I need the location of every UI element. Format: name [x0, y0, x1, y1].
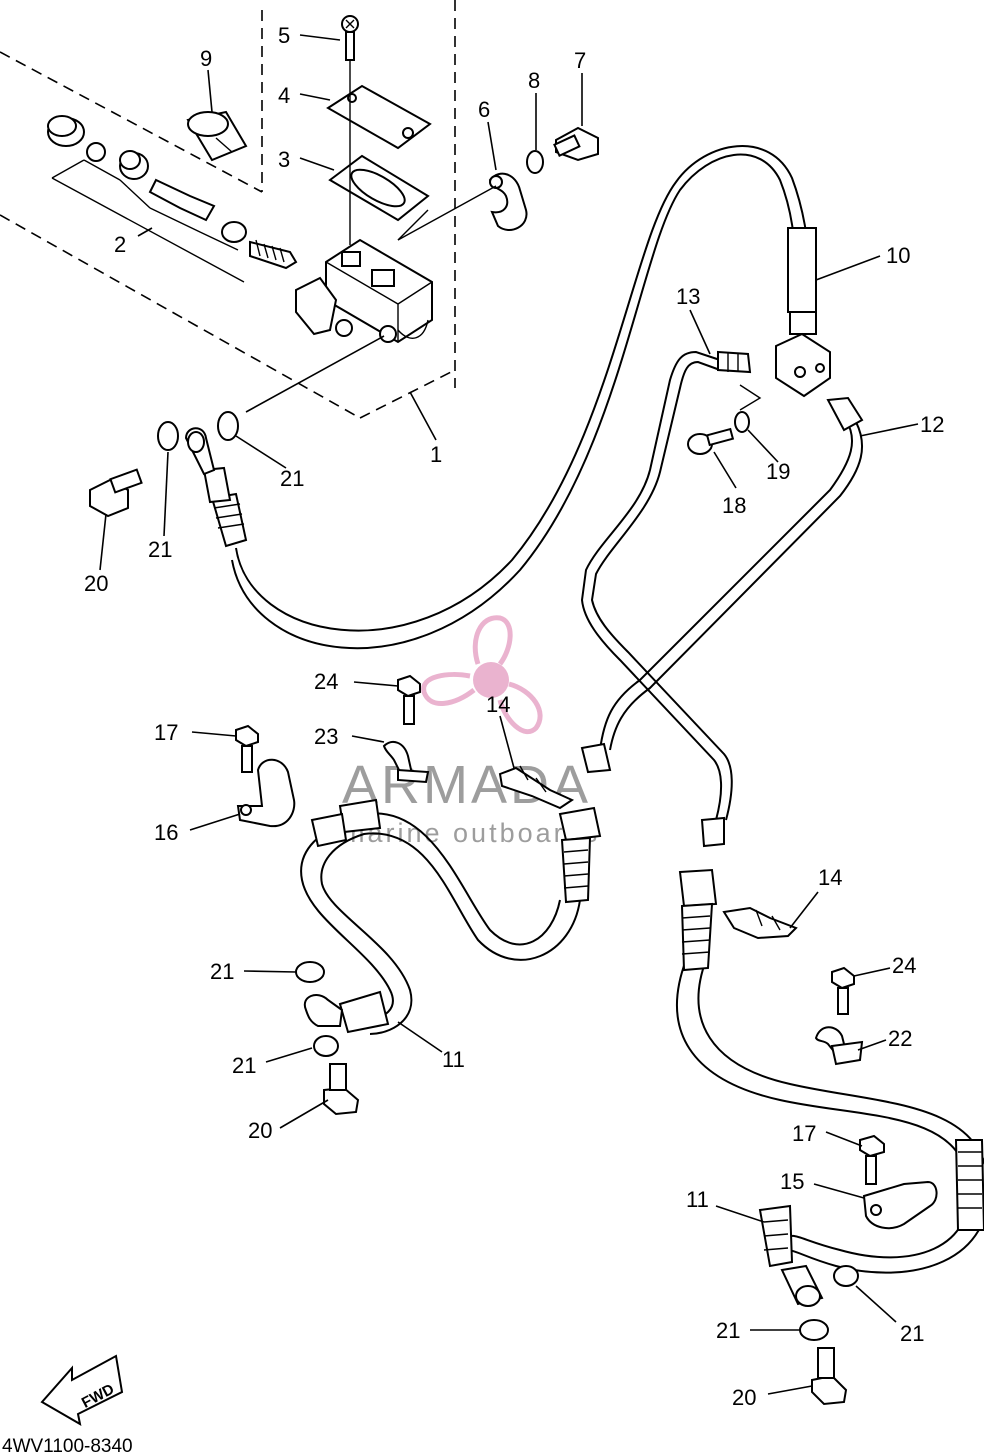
- washer: [313, 1035, 339, 1057]
- washer: [157, 421, 179, 451]
- washer: [526, 150, 544, 174]
- leader-lines: [99, 34, 919, 1395]
- callout-22: 22: [888, 1026, 912, 1051]
- callout-1: 1: [430, 442, 442, 467]
- callout-14-b: 14: [818, 865, 842, 890]
- callout-20-a: 20: [84, 571, 108, 596]
- callout-24-b: 24: [892, 953, 916, 978]
- callout-14-a: 14: [486, 692, 510, 717]
- bolt: [831, 966, 855, 1015]
- master-cylinder-assembly: [47, 15, 599, 344]
- callout-3: 3: [278, 147, 290, 172]
- callouts: 5 4 3 2 9 6 8 7 10 1 21 21 20 13 12 19 1…: [84, 23, 944, 1410]
- union-bolt: [323, 1063, 360, 1116]
- union-bolt: [89, 468, 143, 518]
- callout-15: 15: [780, 1169, 804, 1194]
- union-bolt: [811, 1347, 848, 1406]
- brake-pipe-13: [580, 350, 752, 848]
- callout-19: 19: [766, 459, 790, 484]
- hose-holder: [498, 765, 575, 810]
- washer: [217, 411, 239, 441]
- reservoir-cap: [326, 84, 432, 150]
- drawing-code: 4WV1100-8340: [2, 1436, 133, 1456]
- callout-11-a: 11: [442, 1047, 465, 1072]
- washer: [833, 1265, 859, 1287]
- brake-hose-11-left: [300, 798, 602, 1035]
- callout-8: 8: [528, 68, 540, 93]
- callout-4: 4: [278, 83, 290, 108]
- watermark-brand: ARMADA: [342, 755, 591, 815]
- assembly-outline: [0, 0, 456, 419]
- callout-18: 18: [722, 493, 746, 518]
- brake-hose-11-right: [676, 868, 984, 1307]
- bolt: [687, 427, 735, 455]
- callout-24-a: 24: [314, 669, 338, 694]
- washer: [799, 1319, 829, 1341]
- callout-21-e: 21: [900, 1321, 924, 1346]
- piston-kit: [47, 115, 298, 283]
- callout-17-b: 17: [792, 1121, 816, 1146]
- washer: [295, 961, 325, 983]
- callout-20-b: 20: [248, 1118, 272, 1143]
- callout-10: 10: [886, 243, 910, 268]
- clamp-holder: [488, 172, 528, 231]
- stay: [382, 740, 430, 784]
- callout-17-a: 17: [154, 720, 178, 745]
- hose-holder-bracket: [862, 1180, 938, 1230]
- callout-20-c: 20: [732, 1385, 756, 1410]
- callout-21-b: 21: [148, 537, 172, 562]
- fwd-arrow-icon: FWD: [40, 1354, 124, 1426]
- hose-holder: [722, 906, 798, 940]
- stay: [814, 1026, 864, 1066]
- callout-16: 16: [154, 820, 178, 845]
- callout-21-c: 21: [210, 959, 234, 984]
- watermark-logo: ARMADA marine outboards: [342, 615, 600, 848]
- hose-holder-bracket: [236, 758, 296, 828]
- callout-21-d: 21: [232, 1053, 256, 1078]
- screw: [341, 15, 359, 61]
- callout-6: 6: [478, 97, 490, 122]
- callout-12: 12: [920, 412, 944, 437]
- brake-hose-10: [184, 145, 831, 650]
- callout-23: 23: [314, 724, 338, 749]
- callout-13: 13: [676, 284, 700, 309]
- dust-boot: [186, 110, 248, 162]
- brake-pipe-12: [580, 396, 864, 774]
- callout-7: 7: [574, 48, 586, 73]
- callout-21-f: 21: [716, 1318, 740, 1343]
- watermark-tagline: marine outboards: [342, 818, 600, 848]
- washer: [734, 411, 750, 433]
- bolt: [397, 674, 421, 725]
- bolt: [235, 724, 259, 773]
- callout-5: 5: [278, 23, 290, 48]
- callout-9: 9: [200, 46, 212, 71]
- callout-21-a: 21: [280, 466, 304, 491]
- master-cylinder-body: [295, 238, 433, 344]
- bolt: [553, 126, 599, 162]
- callout-11-b: 11: [686, 1187, 709, 1212]
- callout-2: 2: [114, 232, 126, 257]
- diaphragm: [328, 154, 430, 222]
- bolt: [859, 1134, 885, 1185]
